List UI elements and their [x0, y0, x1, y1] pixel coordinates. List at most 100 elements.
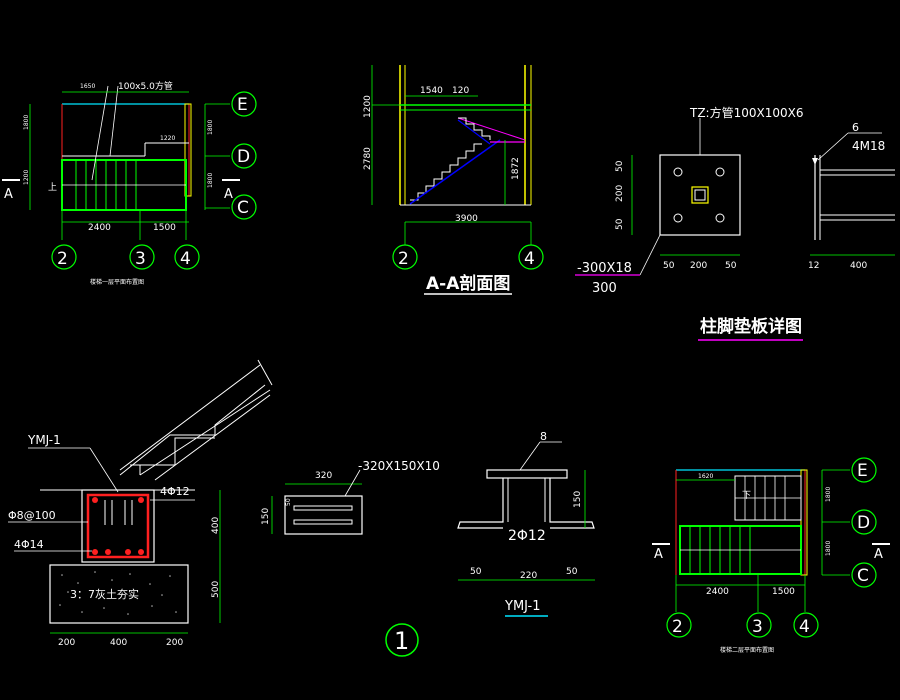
- section-axis-2: [392, 244, 418, 270]
- base-plate-dim-left-2: 200: [615, 185, 625, 202]
- base-plate-side-dim-2: 400: [850, 261, 867, 271]
- ymj-dim-3: 50: [566, 567, 578, 577]
- section-lower-flight: [410, 143, 482, 201]
- base-plate-title: 柱脚垫板详图: [700, 316, 802, 337]
- foundation-section: 3：7灰土夯实 YMJ-1 Φ8@100 4Φ12 4Φ14 400 500 2…: [8, 359, 273, 648]
- svg-text:E: E: [237, 95, 248, 115]
- section-dim-left-2: 2780: [363, 147, 373, 170]
- plan2-axis-C: [851, 562, 877, 588]
- ymj-detail: 8 2Φ12 150 50 220 50 YMJ-1: [457, 430, 595, 617]
- sheet-number: 1: [394, 627, 409, 655]
- section-landing: [457, 117, 526, 141]
- plan1-leader: [91, 85, 109, 181]
- plan1-axis-2: [51, 244, 77, 270]
- foundation-beam: [81, 489, 155, 563]
- plan2-section-right: A: [874, 547, 883, 562]
- plan1-dim-right-1: 1800: [207, 120, 214, 135]
- plate-detail: 320 150 50 -320X150X10: [261, 459, 440, 535]
- section-aa: 1540 120 1200 2780 1872 3900 2 4 A-A剖面图: [363, 65, 544, 295]
- base-plate-dim-bottom-1: 50: [663, 261, 675, 271]
- plan1-dim-top-2: 100x5.0方管: [118, 80, 173, 92]
- plan1-axis-E: [231, 91, 257, 117]
- base-plate-width: 300: [592, 281, 617, 296]
- section-dim-top-2: 120: [452, 86, 469, 96]
- svg-text:3: 3: [752, 617, 763, 637]
- svg-text:C: C: [857, 566, 869, 586]
- foundation-dim-w1: 200: [58, 638, 75, 648]
- foundation-dim-beam: 400: [211, 517, 221, 534]
- plan1-dim-bottom-1: 2400: [88, 223, 111, 233]
- foundation-beam-label: YMJ-1: [27, 433, 61, 447]
- plan2-axis-3: [746, 612, 772, 638]
- ymj-dim-height: 150: [573, 491, 583, 508]
- foundation-top-bar-label: 4Φ12: [160, 485, 190, 498]
- base-plate-dim-left-3: 50: [615, 218, 625, 230]
- plan1-dim-left-2: 1200: [23, 170, 30, 185]
- base-plate-label: -300X18: [577, 261, 632, 276]
- svg-text:2: 2: [57, 249, 68, 269]
- svg-text:4: 4: [180, 249, 191, 269]
- plan2-dim-right-1: 1800: [825, 487, 832, 502]
- ymj-weld: 8: [540, 430, 547, 443]
- plan1-dim-bottom-2: 1500: [153, 223, 176, 233]
- foundation-bottom-bar-label: 4Φ14: [14, 538, 44, 551]
- base-plate-dim-bottom-2: 200: [690, 261, 707, 271]
- plan2-caption: 楼梯二层平面布置图: [720, 646, 774, 654]
- plate-dim-width: 320: [315, 471, 332, 481]
- plan2-axis-E: [851, 457, 877, 483]
- base-plate-detail: TZ:方管100X100X6 50 200 50 50 200 50 -300X…: [575, 105, 895, 341]
- section-axis-4: [518, 244, 544, 270]
- plan1-up-label: 上: [48, 182, 57, 193]
- plan1-dim-top-1: 1650: [80, 83, 95, 90]
- ymj-dim-1: 50: [470, 567, 482, 577]
- plan1-dim-right-2: 1800: [207, 173, 214, 188]
- svg-text:2: 2: [672, 617, 683, 637]
- base-plate-tube: [691, 186, 709, 204]
- foundation-dim-w2: 400: [110, 638, 127, 648]
- foundation-stirrup: [86, 493, 150, 559]
- base-plate-bolts: [673, 167, 725, 223]
- foundation-dim-w3: 200: [166, 638, 183, 648]
- plan2-dim-right-2: 1800: [825, 541, 832, 556]
- sheet-number-circle: [385, 623, 419, 657]
- ymj-dim-2: 220: [520, 571, 537, 581]
- plan2-section-left: A: [654, 547, 663, 562]
- ymj-top-plate: [486, 469, 568, 479]
- ymj-title: YMJ-1: [504, 599, 541, 614]
- section-dim-left-1: 1200: [363, 95, 373, 118]
- plan1-column-right: [184, 103, 192, 197]
- plan1-axis-3: [129, 244, 155, 270]
- base-plate-dim-left-1: 50: [615, 160, 625, 172]
- plan1-section-left: A: [4, 187, 13, 202]
- plan2-dim-bottom-1: 2400: [706, 587, 729, 597]
- foundation-dim-base: 500: [211, 581, 221, 598]
- section-dim-right: 1872: [511, 157, 521, 180]
- plan1-dim-inner: 1220: [160, 135, 175, 142]
- plan1-axis-C: [231, 194, 257, 220]
- foundation-stirrup-label: Φ8@100: [8, 509, 56, 522]
- plan1-dim-left-1: 1800: [23, 115, 30, 130]
- svg-text:D: D: [237, 147, 250, 167]
- svg-text:4: 4: [524, 249, 535, 269]
- section-upper-flight: [458, 117, 491, 140]
- svg-text:E: E: [857, 461, 868, 481]
- plan2-dim-top: 1620: [698, 473, 713, 480]
- svg-text:2: 2: [398, 249, 409, 269]
- svg-text:3: 3: [135, 249, 146, 269]
- plate-label: -320X150X10: [358, 459, 440, 473]
- foundation-bars: [92, 497, 144, 555]
- base-plate-member: TZ:方管100X100X6: [689, 105, 803, 120]
- plan1-axis-4: [174, 244, 200, 270]
- base-plate-bolts-label: 4M18: [852, 139, 885, 153]
- plate-dim-offset: 50: [285, 498, 292, 506]
- base-plate-dim-bottom-3: 50: [725, 261, 737, 271]
- plan1-section-right: A: [224, 187, 233, 202]
- plan2-axis-D: [851, 509, 877, 535]
- plan2-dim-bottom-2: 1500: [772, 587, 795, 597]
- plan1-caption: 楼梯一层平面布置图: [90, 278, 144, 286]
- section-title: A-A剖面图: [426, 273, 510, 294]
- plan1: 1650 100x5.0方管 1220 1800 1200 1800 1800 …: [2, 80, 257, 286]
- plan2-down-label: 下: [742, 491, 751, 501]
- plan2-axis-2: [666, 612, 692, 638]
